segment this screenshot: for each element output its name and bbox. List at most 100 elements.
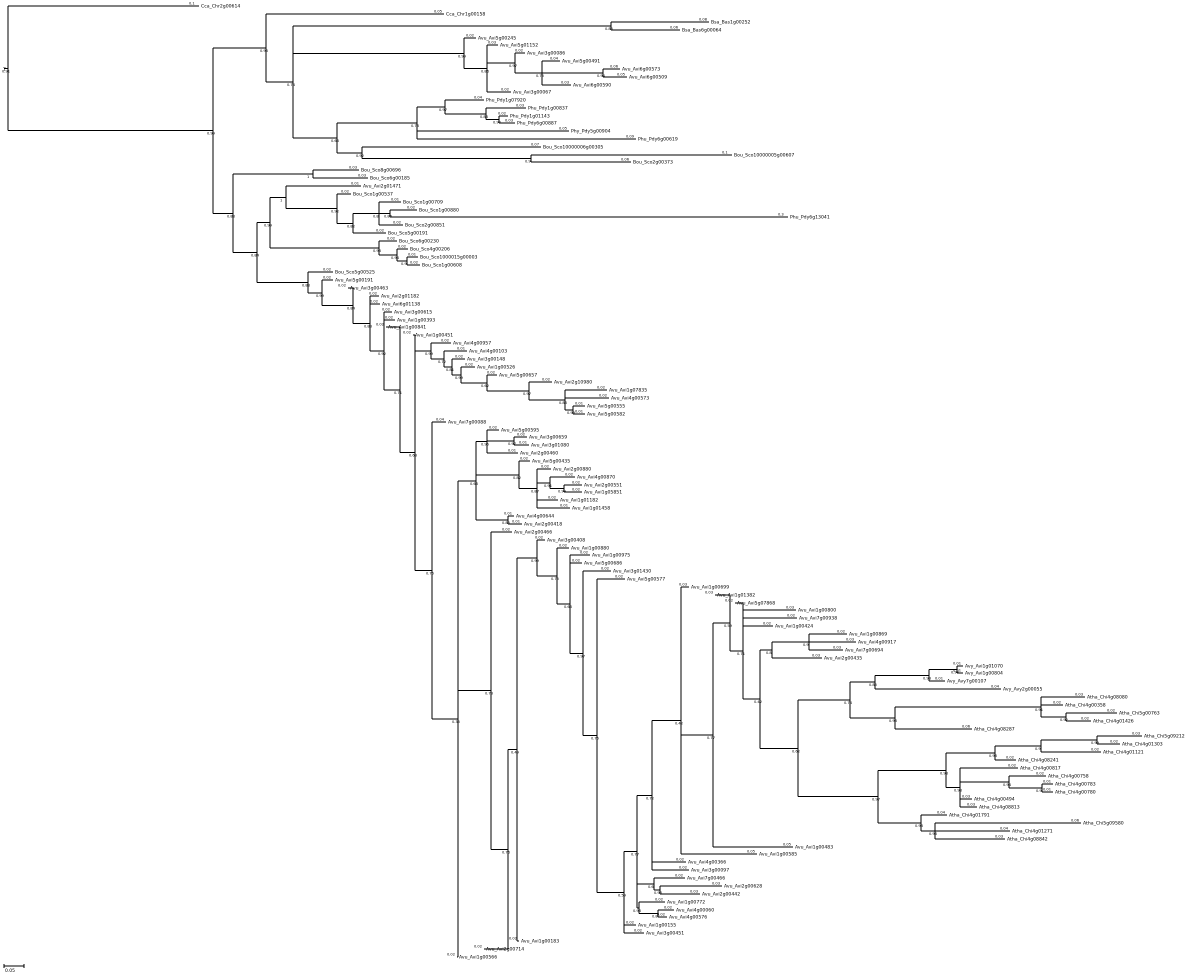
branch-length-label: 0.02 bbox=[548, 496, 556, 500]
tip-label: Atha_Chi5g09212 bbox=[1144, 734, 1185, 740]
branch-length-label: 0.03 bbox=[962, 795, 970, 799]
bootstrap-label: 0.99 bbox=[207, 132, 216, 136]
branch-length-label: 0.02 bbox=[657, 913, 665, 917]
branch-length-label: 0.02 bbox=[520, 457, 528, 461]
branch-length-label: 0.02 bbox=[515, 49, 523, 53]
bootstrap-label: 0.99 bbox=[455, 376, 464, 380]
bootstrap-label: 0.62 bbox=[481, 384, 489, 388]
tip-label: Atha_Chi4g00358 bbox=[1065, 703, 1106, 709]
bootstrap-label: 0.86 bbox=[384, 215, 393, 219]
branch-length-label: 0.02 bbox=[517, 433, 525, 437]
branch-length-label: 0.01 bbox=[575, 410, 583, 414]
bootstrap-label: 0.59 bbox=[618, 893, 627, 897]
root-label: T bbox=[2, 67, 6, 73]
tip-label: Avu_Avi4g00917 bbox=[858, 640, 896, 646]
bootstrap-label: 0.42 bbox=[675, 722, 683, 726]
tip-label: Avu_Avi1g00585 bbox=[759, 852, 797, 858]
branch-length-label: 0.02 bbox=[501, 88, 509, 92]
bootstrap-label: 0.6 bbox=[648, 885, 654, 889]
bootstrap-label: 0.97 bbox=[577, 654, 585, 658]
tip-label: Phu_Pdy6g00619 bbox=[638, 137, 678, 143]
branch-length-label: 0.03 bbox=[833, 646, 841, 650]
tip-label: Avu_Avi1g00800 bbox=[798, 608, 836, 614]
tip-label: Avu_Avi3g00408 bbox=[547, 538, 585, 544]
tip-label: Avu_Avi7g00938 bbox=[799, 616, 837, 622]
bootstrap-label: 0.83 bbox=[364, 324, 372, 328]
tip-label: Bou_Sco1g00709 bbox=[403, 200, 443, 206]
branch-length-label: 0.02 bbox=[385, 316, 393, 320]
branch-length-label: 0.01 bbox=[560, 504, 568, 508]
tree-branches bbox=[4, 5, 1142, 958]
tree-labels: 0.080.060.850.060.050.940.040.030.750.02… bbox=[2, 2, 1185, 961]
branch-length-label: 0.02 bbox=[502, 528, 510, 532]
bootstrap-label: 0.35 bbox=[452, 720, 460, 724]
branch-length-label: 0.01 bbox=[1043, 788, 1051, 792]
bootstrap-label: 0.98 bbox=[989, 754, 998, 758]
bootstrap-label: 0.49 bbox=[511, 751, 520, 755]
branch-length-label: 0.02 bbox=[837, 630, 845, 634]
bootstrap-label: 0.75 bbox=[536, 74, 544, 78]
branch-length-label: 0.03 bbox=[358, 174, 366, 178]
branch-length-label: 0.02 bbox=[559, 544, 567, 548]
branch-length-label: 0.02 bbox=[664, 906, 672, 910]
branch-length-label: 0.03 bbox=[705, 591, 713, 595]
branch-length-label: 0.02 bbox=[679, 866, 687, 870]
branch-length-label: 0.02 bbox=[787, 614, 795, 618]
tip-label: Avy_Avy2g00055 bbox=[1003, 687, 1042, 693]
branch-length-label: 0.02 bbox=[1110, 740, 1118, 744]
tip-label: Avu_Avi3g00097 bbox=[691, 868, 729, 874]
tip-label: Atha_Chi4g00817 bbox=[1020, 766, 1061, 772]
bootstrap-label: 0.99 bbox=[458, 54, 467, 58]
bootstrap-label: 0.98 bbox=[633, 909, 642, 913]
bootstrap-label: 0.82 bbox=[513, 476, 521, 480]
branch-length-label: 0.02 bbox=[634, 929, 642, 933]
tip-label: Avu_Avi2g00714 bbox=[486, 947, 524, 953]
tip-label: Atha_Chi4g08241 bbox=[1018, 758, 1059, 764]
bootstrap-label: 0.99 bbox=[567, 411, 576, 415]
bootstrap-label: 0.63 bbox=[409, 454, 417, 458]
tip-label: Bou_Sco6g00185 bbox=[370, 176, 410, 182]
branch-length-label: 0.02 bbox=[1036, 772, 1044, 776]
branch-length-label: 0.02 bbox=[580, 551, 588, 555]
bootstrap-label: 0.88 bbox=[302, 283, 311, 287]
branch-length-label: 0.02 bbox=[676, 858, 684, 862]
tip-label: Bou_Sco2g00373 bbox=[633, 160, 673, 166]
tip-label: Avu_Avi6g01138 bbox=[382, 302, 420, 308]
tip-label: Avu_Avi5g00595 bbox=[501, 428, 539, 434]
branch-length-label: 0.02 bbox=[763, 622, 771, 626]
tip-label: Atha_Chi4g08080 bbox=[1087, 695, 1128, 701]
tip-label: Avu_Avi2g00551 bbox=[584, 483, 622, 489]
bootstrap-label: 0.9 bbox=[1035, 747, 1041, 751]
branch-length-label: 0.02 bbox=[341, 190, 349, 194]
tip-label: Bou_Sco1g00608 bbox=[422, 263, 462, 269]
branch-length-label: 0.02 bbox=[370, 300, 378, 304]
tip-label: Avu_Avi4g00957 bbox=[453, 341, 491, 347]
tip-label: Bou_Sco10000006g00305 bbox=[543, 145, 603, 151]
tip-label: Avy_Avi1g00804 bbox=[965, 671, 1003, 677]
tip-label: Avu_Avi1g00451 bbox=[415, 333, 453, 339]
branch-length-label: 0.02 bbox=[541, 465, 549, 469]
tip-label: Avu_Avi1g07835 bbox=[609, 388, 647, 394]
branch-length-label: 0.03 bbox=[516, 104, 524, 108]
tip-label: Avu_Avi4g00103 bbox=[469, 349, 507, 355]
bootstrap-label: 0.75 bbox=[591, 737, 599, 741]
tip-label: Avu_Avi1g00841 bbox=[388, 325, 426, 331]
branch-length-label: 0.01 bbox=[935, 677, 943, 681]
bootstrap-label: 0.66 bbox=[564, 605, 573, 609]
branch-length-label: 0.1 bbox=[189, 2, 195, 6]
tip-label: Avu_Avi1g01182 bbox=[560, 498, 598, 504]
tip-label: Atha_Chi5g00763 bbox=[1119, 711, 1160, 717]
tip-label: Avu_Avi3g00451 bbox=[646, 931, 684, 937]
bootstrap-label: 0.85 bbox=[502, 521, 510, 525]
tip-label: Bsa_Bas1g00252 bbox=[711, 20, 751, 26]
branch-length-label: 0.02 bbox=[1008, 764, 1016, 768]
bootstrap-label: 0.92 bbox=[331, 210, 339, 214]
branch-length-label: 0.02 bbox=[403, 331, 411, 335]
bootstrap-label: 0.88 bbox=[480, 115, 489, 119]
tip-label: Avu_Avi1g00975 bbox=[592, 553, 630, 559]
branch-length-label: 0.02 bbox=[465, 363, 473, 367]
bootstrap-label: 0.97 bbox=[508, 442, 516, 446]
branch-length-label: 0.02 bbox=[447, 953, 455, 957]
bootstrap-label: 0.88 bbox=[227, 214, 236, 218]
tip-label: Avu_Avi2g00880 bbox=[553, 467, 591, 473]
